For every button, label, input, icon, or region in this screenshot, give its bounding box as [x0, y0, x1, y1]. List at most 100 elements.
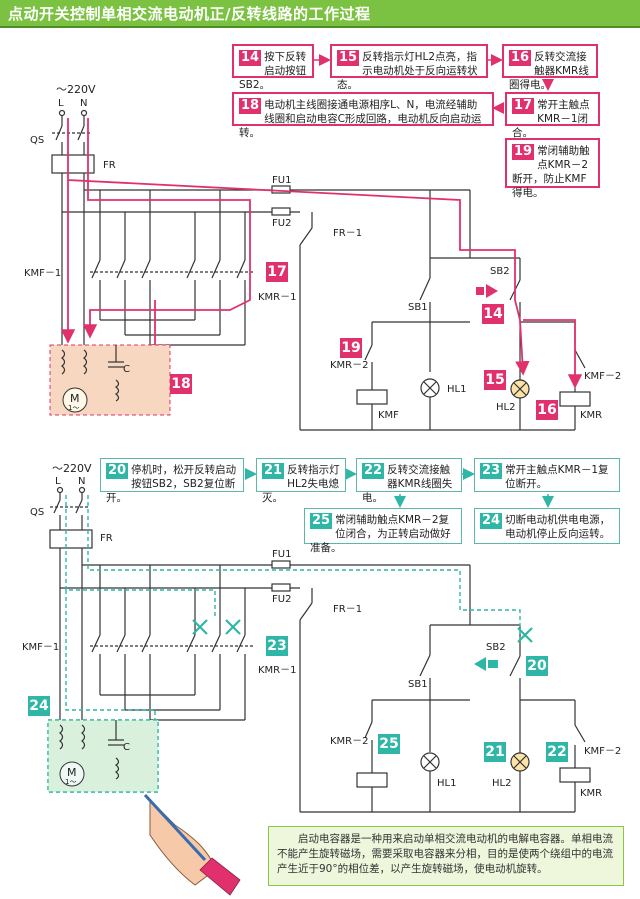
step-text: 常开主触点KMR－1闭合。 — [512, 99, 590, 139]
step-text: 反转交流接触器KMR线圈失电。 — [362, 464, 453, 504]
bottom-kmr2-label: KMR－2 — [330, 736, 369, 747]
top-hl1-label: HL1 — [447, 384, 466, 395]
top-current-path — [60, 118, 583, 389]
badge-20: 20 — [526, 656, 548, 676]
top-fu1-label: FU1 — [272, 175, 291, 186]
flow-arrows-bottom — [245, 468, 554, 508]
step-text: 切断电动机供电电源，电动机停止反向运转。 — [505, 514, 611, 540]
sb2-press-arrow — [476, 284, 498, 298]
top-kmf2-label: KMF－2 — [584, 371, 621, 382]
step-number: 25 — [310, 513, 333, 529]
step-number: 21 — [262, 463, 285, 479]
contact-open-marks — [192, 619, 533, 643]
step-number: 17 — [512, 98, 535, 114]
top-fr-label: FR — [103, 160, 116, 171]
step-text: 停机时，松开反转启动按钮SB2，SB2复位断开。 — [106, 464, 237, 504]
badge-25: 25 — [378, 734, 400, 754]
badge-22: 22 — [546, 742, 568, 762]
bottom-sb1-label: SB1 — [408, 679, 428, 690]
bottom-circuit: ～220V L N QS FR FU1 FU2 FR－1 — [22, 462, 621, 813]
badge-19: 19 — [340, 338, 362, 358]
step-box-22: 22 反转交流接触器KMR线圈失电。 — [356, 458, 462, 504]
bottom-motor-sub: 1～ — [65, 778, 76, 786]
step-box-15: 15 反转指示灯HL2点亮，指示电动机处于反向运转状态。 — [330, 44, 488, 91]
step-box-17: 17 常开主触点KMR－1闭合。 — [505, 92, 600, 139]
top-main-contacts — [90, 190, 255, 346]
bottom-main-contacts — [90, 565, 255, 721]
bottom-fr1-label: FR－1 — [333, 604, 362, 615]
step-text: 常闭辅助触点KMR－2断开，防止KMF得电。 — [512, 145, 590, 199]
top-supply-label: ～220V — [56, 83, 96, 96]
bottom-c-label: C — [123, 742, 130, 753]
step-text: 常开主触点KMR－1复位断开。 — [505, 464, 609, 490]
sb2-release-arrow — [474, 657, 498, 671]
top-sb2-label: SB2 — [490, 266, 510, 277]
step-number: 20 — [106, 463, 129, 479]
top-hl2-label: HL2 — [496, 402, 515, 413]
top-motor-symbol — [62, 387, 88, 413]
top-kmr1-label: KMR－1 — [258, 292, 297, 303]
bottom-motor-components — [59, 720, 124, 780]
top-c-label: C — [123, 364, 130, 375]
top-kmf-label: KMF — [378, 410, 399, 421]
bottom-n-label: N — [78, 476, 85, 487]
badge-16: 16 — [536, 400, 558, 420]
step-box-16: 16 反转交流接触器KMR线圈得电。 — [502, 44, 598, 91]
bottom-fu2-label: FU2 — [272, 594, 291, 605]
bottom-sb2-label: SB2 — [486, 642, 506, 653]
top-motor-label: M — [70, 392, 80, 405]
header-bar: 点动开关控制单相交流电动机正/反转线路的工作过程 — [0, 0, 640, 28]
step-text: 常闭辅助触点KMR－2复位闭合，为正转启动做好准备。 — [310, 514, 451, 554]
top-n-label: N — [80, 98, 87, 109]
step-number: 22 — [362, 463, 385, 479]
step-text: 反转指示灯HL2点亮，指示电动机处于反向运转状态。 — [337, 51, 478, 91]
step-number: 16 — [509, 50, 532, 66]
bottom-kmr-label: KMR — [580, 788, 602, 799]
step-box-14: 14 按下反转启动按钮SB2。 — [232, 44, 314, 91]
bottom-kmf2-label: KMF－2 — [584, 746, 621, 757]
bottom-kmf1-label: KMF－1 — [22, 642, 59, 653]
step-number: 23 — [480, 463, 503, 479]
bottom-l-label: L — [55, 476, 61, 487]
step-number: 14 — [239, 50, 262, 66]
bottom-kmr1-label: KMR－1 — [258, 665, 297, 676]
top-fr1-label: FR－1 — [333, 228, 362, 239]
step-box-21: 21 反转指示灯HL2失电熄灭。 — [256, 458, 346, 504]
badge-23: 23 — [266, 636, 288, 656]
bottom-motor-symbol — [59, 761, 85, 787]
bottom-qs-label: QS — [30, 507, 44, 518]
step-number: 18 — [239, 98, 262, 114]
step-box-23: 23 常开主触点KMR－1复位断开。 — [474, 458, 620, 492]
step-number: 19 — [512, 144, 535, 160]
step-text: 反转交流接触器KMR线圈得电。 — [509, 51, 589, 91]
step-box-20: 20 停机时，松开反转启动按钮SB2，SB2复位断开。 — [100, 458, 244, 504]
badge-17: 17 — [266, 262, 288, 282]
capacitor-note: 启动电容器是一种用来启动单相交流电动机的电解电容器。单相电流不能产生旋转磁场，需… — [268, 826, 624, 886]
step-number: 15 — [337, 50, 360, 66]
flow-arrows-top — [313, 54, 554, 114]
top-sb1-label: SB1 — [408, 302, 428, 313]
top-kmr2-label: KMR－2 — [330, 360, 369, 371]
top-qs-label: QS — [30, 135, 44, 146]
step-box-19: 19 常闭辅助触点KMR－2断开，防止KMF得电。 — [505, 138, 600, 199]
step-box-25: 25 常闭辅助触点KMR－2复位闭合，为正转启动做好准备。 — [304, 508, 462, 554]
bottom-hl1-label: HL1 — [437, 778, 456, 789]
top-motor-components — [61, 345, 124, 402]
badge-14: 14 — [482, 304, 504, 324]
bottom-fr-label: FR — [100, 533, 113, 544]
step-box-18: 18 电动机主线圈接通电源相序L、N，电流经辅助线圈和启动电容C形成回路，电动机… — [232, 92, 494, 139]
bottom-hl2-label: HL2 — [492, 778, 511, 789]
hand-illustration — [143, 793, 241, 896]
top-fu2-label: FU2 — [272, 218, 291, 229]
bottom-fu1-label: FU1 — [272, 549, 291, 560]
bottom-supply-label: ～220V — [52, 462, 92, 475]
step-text: 电动机主线圈接通电源相序L、N，电流经辅助线圈和启动电容C形成回路，电动机反向启… — [239, 99, 482, 139]
step-number: 24 — [480, 513, 503, 529]
step-box-24: 24 切断电动机供电电源，电动机停止反向运转。 — [474, 508, 620, 544]
badge-24: 24 — [28, 696, 50, 716]
step-text: 反转指示灯HL2失电熄灭。 — [262, 464, 340, 504]
badge-21: 21 — [484, 742, 506, 762]
bottom-motor-label: M — [67, 766, 77, 779]
top-kmr-label: KMR — [580, 410, 602, 421]
